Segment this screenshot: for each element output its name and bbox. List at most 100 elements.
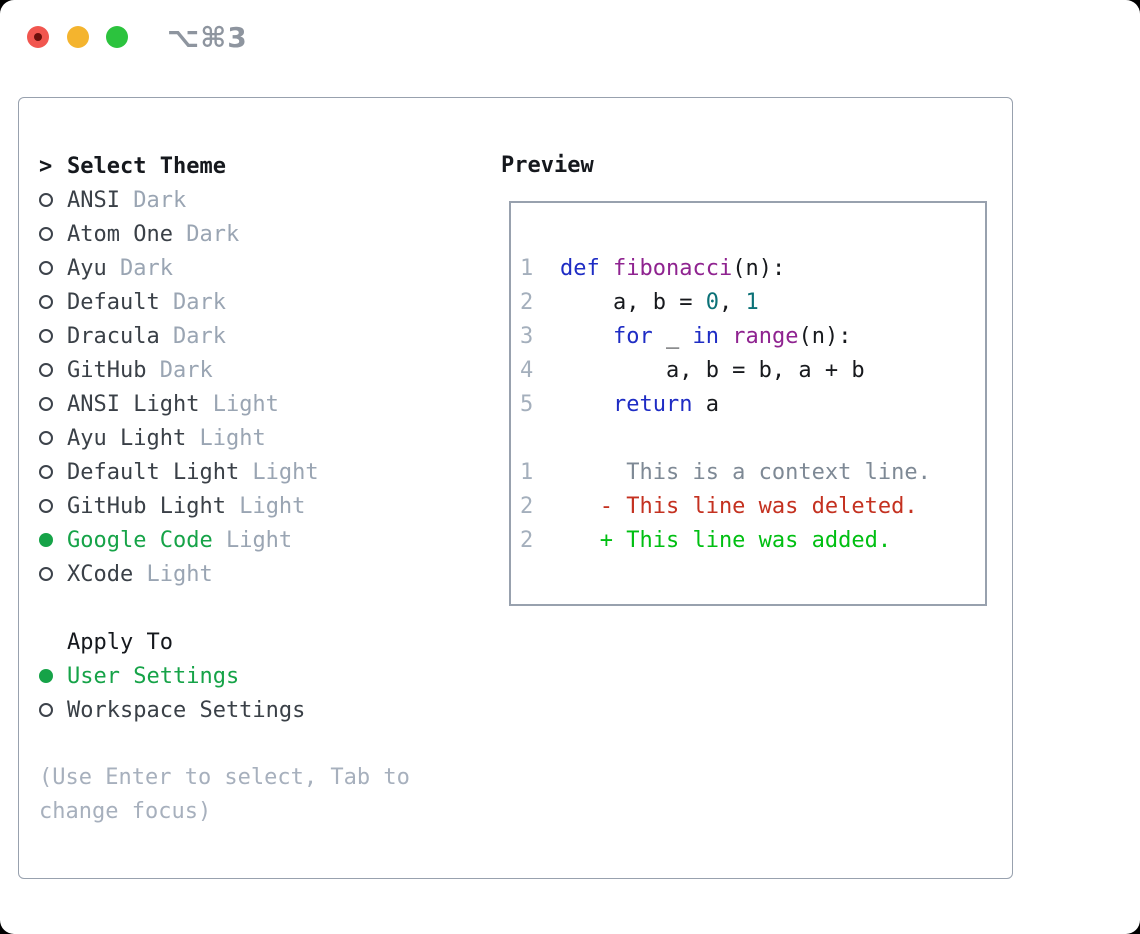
token-kwd: return [612, 391, 693, 417]
code-line: 1 def fibonacci(n): [520, 251, 985, 285]
theme-name: Google Code [67, 527, 213, 553]
radio-selected-icon [39, 659, 67, 693]
theme-name: Default Light [67, 459, 240, 485]
token-pln [719, 324, 732, 349]
spacer [39, 727, 459, 761]
theme-option-xcode-light[interactable]: XCode Light [39, 557, 459, 591]
token-typ: range [732, 323, 799, 349]
hint-text: (Use Enter to select, Tab to change focu… [39, 765, 410, 824]
radio-unselected-icon [39, 421, 67, 455]
theme-name: Atom One [67, 221, 173, 247]
close-button[interactable] [27, 26, 49, 48]
preview-title: Preview [501, 153, 594, 178]
line-number: 5 [520, 391, 534, 417]
theme-variant-badge: Dark [159, 289, 226, 315]
token-pln: (n): [732, 255, 786, 281]
theme-option-google-code-light[interactable]: Google Code Light [39, 523, 459, 557]
token-pln [560, 324, 613, 349]
line-number: 4 [520, 357, 534, 383]
theme-name: Default [67, 289, 160, 315]
apply-option-workspace-settings[interactable]: Workspace Settings [39, 693, 459, 727]
radio-unselected-icon [39, 217, 67, 251]
line-number: 2 [520, 493, 534, 519]
theme-option-default-light-light[interactable]: Default Light Light [39, 455, 459, 489]
prompt-icon: > [39, 153, 53, 179]
token-pln: _ [652, 323, 693, 349]
theme-variant-badge: Dark [146, 357, 213, 383]
token-kwd: for [612, 323, 653, 349]
theme-name: Ayu [67, 255, 107, 281]
apply-to-indent [39, 625, 67, 659]
apply-to-header-row: Apply To [39, 625, 459, 659]
token-add: + This line was added. [560, 527, 892, 553]
code-line: 4 a, b = b, a + b [520, 353, 985, 387]
token-ctx: This is a context line. [560, 459, 931, 485]
token-del: - This line was deleted. [560, 493, 918, 519]
apply-option-label: Workspace Settings [67, 697, 306, 723]
theme-name: Ayu Light [67, 425, 187, 451]
apply-option-user-settings[interactable]: User Settings [39, 659, 459, 693]
theme-variant-badge: Light [186, 425, 266, 451]
radio-unselected-icon [39, 251, 67, 285]
select-theme-title: Select Theme [67, 153, 226, 179]
code-line: 2 a, b = 0, 1 [520, 285, 985, 319]
radio-unselected-icon [39, 455, 67, 489]
theme-option-atom-one-dark[interactable]: Atom One Dark [39, 217, 459, 251]
token-pln: a, b = b, a + b [560, 357, 865, 383]
token-kwd: in [692, 323, 719, 349]
code-line: 2 - This line was deleted. [520, 489, 985, 523]
code-line: 3 for _ in range(n): [520, 319, 985, 353]
token-kwd: def [560, 255, 600, 281]
token-pln: a, b = [560, 289, 706, 315]
line-number: 1 [520, 459, 534, 485]
code-line: 1 This is a context line. [520, 455, 985, 489]
theme-option-dracula-dark[interactable]: Dracula Dark [39, 319, 459, 353]
radio-unselected-icon [39, 285, 67, 319]
theme-name: ANSI Light [67, 391, 200, 417]
radio-unselected-icon [39, 353, 67, 387]
theme-variant-badge: Light [133, 561, 213, 587]
theme-variant-badge: Light [225, 493, 306, 519]
radio-unselected-icon [39, 489, 67, 523]
close-dot-icon [34, 33, 42, 41]
theme-name: ANSI [67, 187, 120, 213]
theme-option-github-light-light[interactable]: GitHub Light Light [39, 489, 459, 523]
window-title-shortcut: ⌥⌘3 [167, 21, 248, 54]
theme-option-github-dark[interactable]: GitHub Dark [39, 353, 459, 387]
token-pln [600, 256, 613, 281]
theme-variant-badge: Dark [106, 255, 173, 281]
theme-option-ansi-light-light[interactable]: ANSI Light Light [39, 387, 459, 421]
radio-unselected-icon [39, 387, 67, 421]
code-line: 2 + This line was added. [520, 523, 985, 557]
code-line [520, 421, 985, 455]
token-pln: , [718, 289, 746, 315]
code-line: 5 return a [520, 387, 985, 421]
theme-variant-badge: Light [199, 391, 279, 417]
token-typ: fibonacci [613, 255, 733, 281]
line-number: 1 [520, 255, 534, 281]
token-lit: 1 [745, 289, 759, 315]
theme-variant-badge: Dark [159, 323, 226, 349]
line-number: 3 [520, 323, 534, 349]
minimize-button[interactable] [67, 26, 89, 48]
theme-option-ayu-dark[interactable]: Ayu Dark [39, 251, 459, 285]
theme-option-ayu-light-light[interactable]: Ayu Light Light [39, 421, 459, 455]
theme-name: GitHub Light [67, 493, 226, 519]
theme-option-ansi-dark[interactable]: ANSI Dark [39, 183, 459, 217]
theme-variant-badge: Light [212, 527, 293, 553]
zoom-button[interactable] [106, 26, 128, 48]
radio-unselected-icon [39, 693, 67, 727]
theme-option-default-dark[interactable]: Default Dark [39, 285, 459, 319]
token-pln [560, 392, 613, 417]
radio-unselected-icon [39, 319, 67, 353]
spacer [39, 591, 459, 625]
line-number: 2 [520, 527, 534, 553]
radio-unselected-icon [39, 183, 67, 217]
apply-to-title: Apply To [67, 629, 173, 655]
